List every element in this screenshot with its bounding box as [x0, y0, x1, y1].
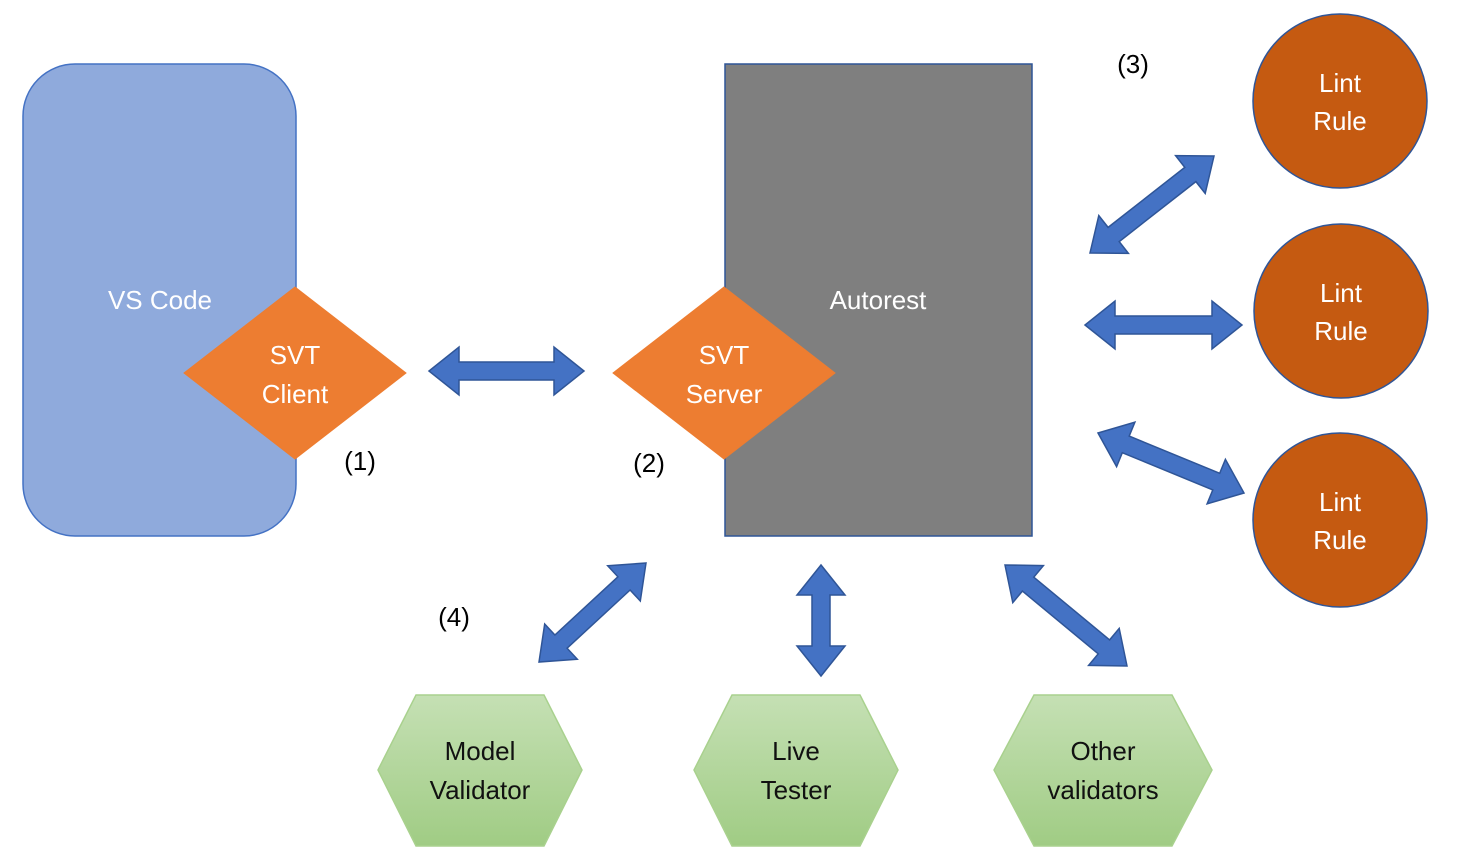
lint-rule-node-2: Lint Rule [1253, 223, 1429, 399]
svt-client-diamond [183, 286, 407, 460]
vscode-label: VS Code [108, 285, 212, 315]
step-label-3: (3) [1117, 49, 1149, 79]
validator-line2: Validator [430, 775, 531, 805]
validator-line2: Tester [761, 775, 832, 805]
arrow-autorest-other-double-arrow-icon [1004, 564, 1128, 667]
step-label-2: (2) [633, 448, 665, 478]
validator-line1: Other [1070, 736, 1135, 766]
autorest-box [724, 63, 1033, 537]
svt-client-line1: SVT [270, 340, 321, 370]
svt-client-node: SVT Client [183, 286, 407, 460]
arrow-server-model-double-arrow-icon [538, 562, 647, 663]
lint-rule-line2: Rule [1313, 525, 1366, 555]
vscode-node: VS Code [22, 63, 297, 537]
autorest-label: Autorest [830, 285, 928, 315]
lint-rule-node-3: Lint Rule [1252, 432, 1428, 608]
step-label-4: (4) [438, 602, 470, 632]
svt-server-node: SVT Server [612, 286, 836, 460]
lint-rule-line1: Lint [1319, 487, 1362, 517]
lint-rule-line1: Lint [1319, 68, 1362, 98]
lint-rule-circle [1252, 432, 1428, 608]
lint-rule-line2: Rule [1314, 316, 1367, 346]
svt-server-line2: Server [686, 379, 763, 409]
svt-server-diamond [612, 286, 836, 460]
lint-rule-circle [1252, 13, 1428, 189]
arrow-autorest-lint-1-double-arrow-icon [1089, 154, 1215, 255]
autorest-node: Autorest [724, 63, 1033, 537]
validator-node-model: Model Validator [377, 694, 583, 847]
validator-hexagon [377, 694, 583, 847]
validator-line1: Live [772, 736, 820, 766]
lint-rule-line2: Rule [1313, 106, 1366, 136]
validator-line2: validators [1047, 775, 1158, 805]
arrow-autorest-lint-3-double-arrow-icon [1096, 421, 1246, 505]
validator-line1: Model [445, 736, 516, 766]
arrow-client-server-double-arrow-icon [427, 345, 586, 397]
validator-node-other: Other validators [993, 694, 1213, 847]
step-label-1: (1) [344, 446, 376, 476]
connection-arrows [427, 154, 1246, 678]
validator-hexagon [993, 694, 1213, 847]
lint-rule-node-1: Lint Rule [1252, 13, 1428, 189]
lint-rule-circle [1253, 223, 1429, 399]
lint-rule-line1: Lint [1320, 278, 1363, 308]
svt-server-line1: SVT [699, 340, 750, 370]
validator-node-live: Live Tester [693, 694, 899, 847]
validator-hexagon [693, 694, 899, 847]
svt-client-line2: Client [262, 379, 329, 409]
arrow-autorest-live-double-arrow-icon [795, 563, 847, 678]
arrow-autorest-lint-2-double-arrow-icon [1083, 299, 1244, 351]
